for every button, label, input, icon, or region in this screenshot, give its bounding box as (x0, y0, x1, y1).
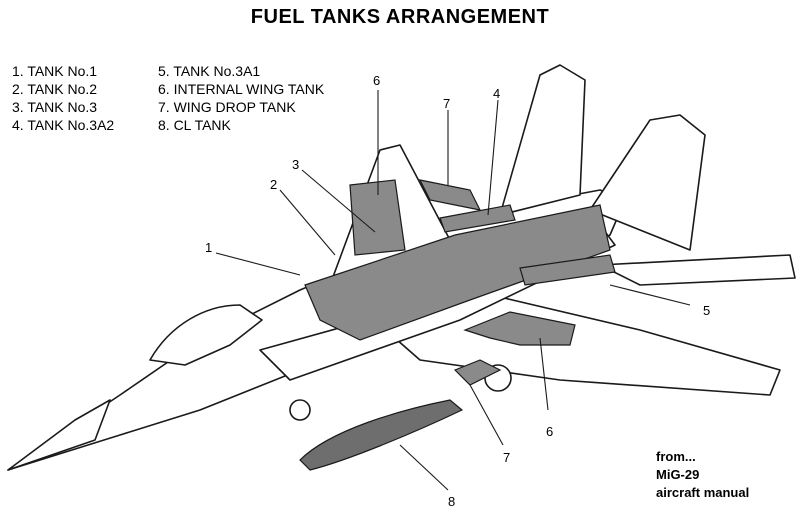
callout-7: 7 (443, 96, 451, 111)
legend-right: 5. TANK No.3A1 6. INTERNAL WING TANK 7. … (158, 62, 324, 134)
tank-internal-wing-near (463, 311, 576, 346)
legend-item: 6. INTERNAL WING TANK (158, 81, 325, 97)
wing-drop-tank-near (453, 359, 502, 386)
source-note: from... MiG-29 aircraft manual (656, 448, 749, 502)
horizontal-stabilizer (599, 254, 796, 286)
source-line: from... (656, 449, 696, 464)
legend-item: 4. TANK No.3A2 (12, 117, 115, 133)
callout-1: 1 (205, 240, 213, 255)
legend-item: 5. TANK No.3A1 (158, 63, 261, 79)
diagram-title: FUEL TANKS ARRANGEMENT (250, 6, 550, 28)
wing-drop-tank-far (418, 179, 482, 211)
tail-fin-right (589, 114, 706, 251)
legend-item: 2. TANK No.2 (12, 81, 98, 97)
leader-line (469, 384, 504, 446)
callout-5: 5 (703, 303, 711, 318)
callout-8: 8 (448, 494, 456, 509)
nose-cone (7, 399, 111, 471)
leader-line (301, 169, 376, 233)
leader-line (279, 189, 336, 256)
tank-internal-wing-far (349, 179, 406, 256)
legend-item: 3. TANK No.3 (12, 99, 98, 115)
callout-3: 3 (292, 157, 300, 172)
callout-6: 6 (546, 424, 554, 439)
callout-4: 4 (493, 86, 501, 101)
callout-7: 7 (503, 450, 511, 465)
leader-line (215, 252, 301, 276)
legend-item: 1. TANK No.1 (12, 63, 98, 79)
canopy (149, 304, 263, 366)
callout-2: 2 (270, 177, 278, 192)
leader-line (609, 284, 691, 306)
callout-6: 6 (373, 73, 381, 88)
source-line: MiG-29 (656, 467, 700, 482)
source-line: aircraft manual (656, 485, 750, 500)
tail-fin-left (499, 64, 586, 216)
leader-line (399, 444, 449, 491)
tank-no3a1 (519, 254, 616, 286)
leader-line (539, 337, 549, 411)
legend-item: 7. WING DROP TANK (158, 99, 296, 115)
cl-tank (299, 399, 464, 471)
tank-no3a2 (439, 204, 516, 233)
legend-left: 1. TANK No.1 2. TANK No.2 3. TANK No.3 4… (12, 62, 114, 134)
legend-item: 8. CL TANK (158, 117, 231, 133)
leader-line (487, 99, 499, 216)
nose-wheel (289, 399, 311, 421)
